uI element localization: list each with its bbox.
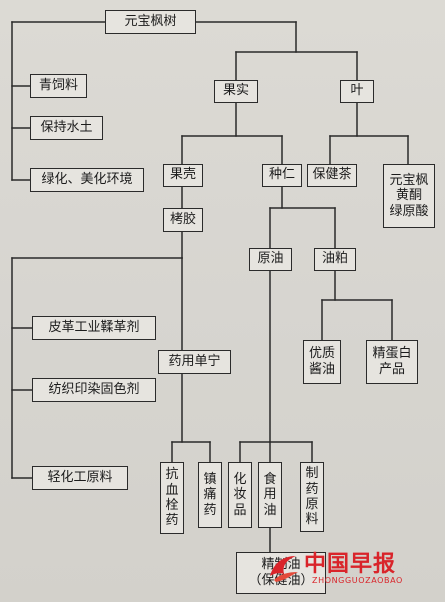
flame-logo-icon [270, 556, 298, 582]
node-shell: 果壳 [163, 164, 203, 187]
node-antithrombus-drug: 抗 血 栓 药 [160, 462, 184, 534]
node-forage: 青饲料 [30, 74, 87, 98]
node-cosmetics: 化 妆 品 [228, 462, 252, 528]
node-crude-oil: 原油 [249, 248, 292, 271]
node-leaf: 叶 [340, 80, 374, 103]
watermark-logo: 中国早报 ZHONGGUOZAOBAO [264, 546, 439, 592]
node-flavone: 元宝枫 黄酮 绿原酸 [383, 164, 435, 228]
node-leather-tanning: 皮革工业鞣革剂 [32, 316, 156, 340]
node-light-chemical: 轻化工原料 [32, 466, 128, 490]
node-soil-conservation: 保持水土 [30, 116, 103, 140]
node-root: 元宝枫树 [105, 10, 196, 34]
node-fruit: 果实 [214, 80, 258, 103]
node-tannin-gum: 栲胶 [163, 208, 203, 232]
node-edible-oil: 食 用 油 [258, 462, 282, 528]
node-health-tea: 保健茶 [307, 164, 357, 187]
node-textile-fixing: 纺织印染固色剂 [32, 378, 156, 402]
watermark-pinyin: ZHONGGUOZAOBAO [312, 576, 403, 585]
node-pharma-raw-material: 制 药 原 料 [300, 462, 324, 532]
node-kernel: 种仁 [262, 164, 302, 187]
node-protein-products: 精蛋白 产品 [366, 340, 418, 384]
node-greening: 绿化、美化环境 [30, 168, 144, 192]
node-analgesic-drug: 镇 痛 药 [198, 462, 222, 528]
watermark-name: 中国早报 [304, 552, 397, 577]
node-soy-sauce: 优质 酱油 [303, 340, 341, 384]
node-medicinal-tannin: 药用单宁 [158, 350, 231, 374]
node-oil-meal: 油粕 [314, 248, 356, 271]
